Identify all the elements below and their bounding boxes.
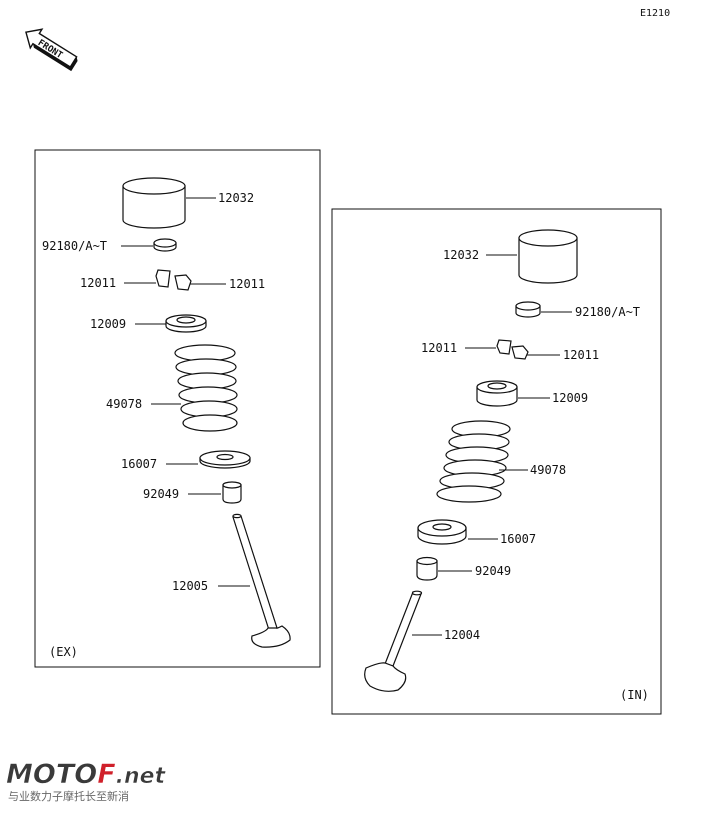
in-label-retainer: 12009 [552,391,588,405]
in-label-keeper-left: 12011 [421,341,457,355]
ex-stem-seal [222,481,242,504]
in-tappet [518,229,578,284]
ex-label-stem-seal: 92049 [143,487,179,501]
ex-label-spring: 49078 [106,397,142,411]
in-label-keeper-right: 12011 [563,348,599,362]
in-caption: (IN) [620,688,649,702]
motof-watermark: MOTOF.net 与业数力子摩托长至新消 [6,759,167,803]
ex-spring [174,344,238,432]
in-spring [436,420,511,503]
in-shim [515,301,541,318]
in-label-seat: 16007 [500,532,536,546]
ex-valve [232,513,291,648]
ex-seat [199,450,251,469]
intake-panel: 12032 92180/A~T 12011 12011 12009 [331,208,662,715]
in-label-shim: 92180/A~T [575,305,640,319]
ex-label-tappet: 12032 [218,191,254,205]
in-label-stem-seal: 92049 [475,564,511,578]
in-label-spring: 49078 [530,463,566,477]
in-keepers [496,339,529,360]
ex-tappet [122,177,186,229]
ex-label-shim: 92180/A~T [42,239,107,253]
in-label-tappet: 12032 [443,248,479,262]
front-arrow-icon: FRONT [25,28,78,72]
watermark-brand-a: MOTO [6,759,97,790]
ex-label-keeper-left: 12011 [80,276,116,290]
watermark-brand-b: F [97,759,116,790]
in-seat [417,519,467,545]
ex-caption: (EX) [49,645,78,659]
in-label-valve: 12004 [444,628,480,642]
diagram-code: E1210 [640,8,670,19]
ex-keepers [155,269,192,291]
in-stem-seal [416,556,438,581]
in-retainer [476,380,518,407]
in-valve [364,590,423,692]
exhaust-panel: 12032 92180/A~T 12011 12011 12009 [34,149,321,668]
ex-label-seat: 16007 [121,457,157,471]
watermark-brand-c: .net [116,764,167,789]
ex-label-valve: 12005 [172,579,208,593]
ex-label-retainer: 12009 [90,317,126,331]
svg-text:MOTOF.net: MOTOF.net [6,759,167,790]
ex-retainer [165,314,207,333]
watermark-tagline: 与业数力子摩托长至新消 [8,789,129,803]
ex-label-keeper-right: 12011 [229,277,265,291]
ex-shim [153,238,177,252]
